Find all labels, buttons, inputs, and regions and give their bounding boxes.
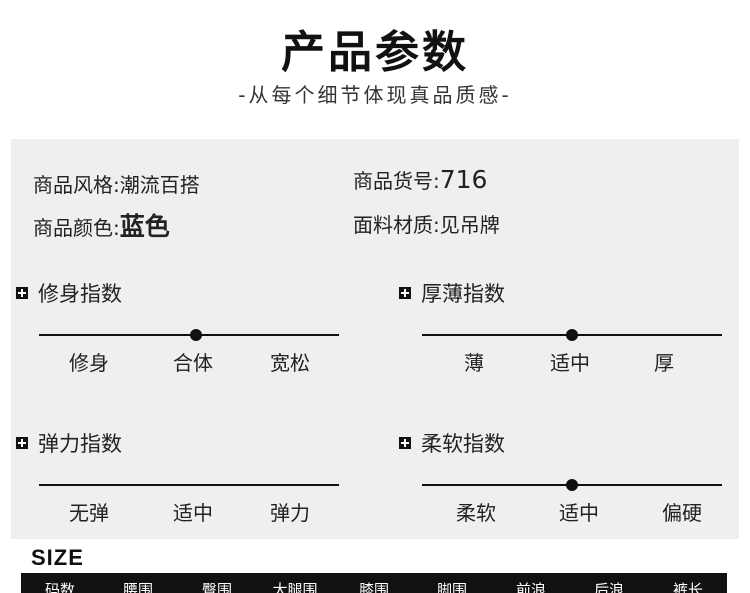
softness-index-marker xyxy=(566,479,578,491)
fit-index-marker xyxy=(190,329,202,341)
size-header-cell: 膝围 xyxy=(358,581,390,593)
fit-index-scale xyxy=(39,334,339,336)
plus-icon xyxy=(16,437,28,449)
page-subtitle: -从每个细节体现真品质感- xyxy=(238,83,512,107)
size-header-cell: 脚围 xyxy=(436,581,468,593)
size-header-cell: 前浪 xyxy=(515,581,547,593)
elasticity-index-scale xyxy=(39,484,339,486)
size-header-cell: 大腿围 xyxy=(272,581,318,593)
elasticity-option-2: 弹力 xyxy=(270,501,310,525)
elasticity-option-1: 适中 xyxy=(173,501,213,525)
material-value: 见吊牌 xyxy=(439,213,500,237)
item-number-value: 716 xyxy=(439,165,488,194)
size-header-cell: 后浪 xyxy=(593,581,625,593)
size-table-header: 码数 腰围 臀围 大腿围 膝围 脚围 前浪 后浪 裤长 xyxy=(21,573,727,593)
style-label: 商品风格: xyxy=(33,173,120,197)
fit-option-1: 合体 xyxy=(173,351,213,375)
color-attribute: 商品颜色:蓝色 xyxy=(33,207,170,243)
fit-index-title: 修身指数 xyxy=(16,278,122,308)
softness-option-1: 适中 xyxy=(559,501,599,525)
page-title: 产品参数 xyxy=(281,27,469,78)
elasticity-option-0: 无弹 xyxy=(69,501,109,525)
color-label: 商品颜色: xyxy=(33,216,120,240)
thickness-option-0: 薄 xyxy=(464,351,484,375)
elasticity-index-title: 弹力指数 xyxy=(16,428,122,458)
plus-icon xyxy=(16,287,28,299)
parameters-panel: 商品风格:潮流百搭 商品货号:716 商品颜色:蓝色 面料材质:见吊牌 修身指数… xyxy=(11,139,739,539)
size-header-cell: 裤长 xyxy=(672,581,704,593)
thickness-index-title: 厚薄指数 xyxy=(399,278,505,308)
fit-option-2: 宽松 xyxy=(270,351,310,375)
item-number-label: 商品货号: xyxy=(353,169,440,193)
plus-icon xyxy=(399,437,411,449)
style-value: 潮流百搭 xyxy=(119,173,200,197)
size-header-cell: 腰围 xyxy=(122,581,154,593)
thickness-option-2: 厚 xyxy=(654,351,674,375)
size-section-title: SIZE xyxy=(31,545,84,570)
item-number-attribute: 商品货号:716 xyxy=(353,165,487,194)
color-value: 蓝色 xyxy=(119,212,170,241)
softness-index-title: 柔软指数 xyxy=(399,428,505,458)
softness-option-0: 柔软 xyxy=(456,501,496,525)
softness-option-2: 偏硬 xyxy=(662,501,702,525)
thickness-index-marker xyxy=(566,329,578,341)
style-attribute: 商品风格:潮流百搭 xyxy=(33,169,200,198)
material-label: 面料材质: xyxy=(353,213,440,237)
thickness-option-1: 适中 xyxy=(550,351,590,375)
fit-option-0: 修身 xyxy=(69,351,109,375)
plus-icon xyxy=(399,287,411,299)
size-header-cell: 码数 xyxy=(44,581,76,593)
size-header-cell: 臀围 xyxy=(201,581,233,593)
material-attribute: 面料材质:见吊牌 xyxy=(353,209,500,238)
